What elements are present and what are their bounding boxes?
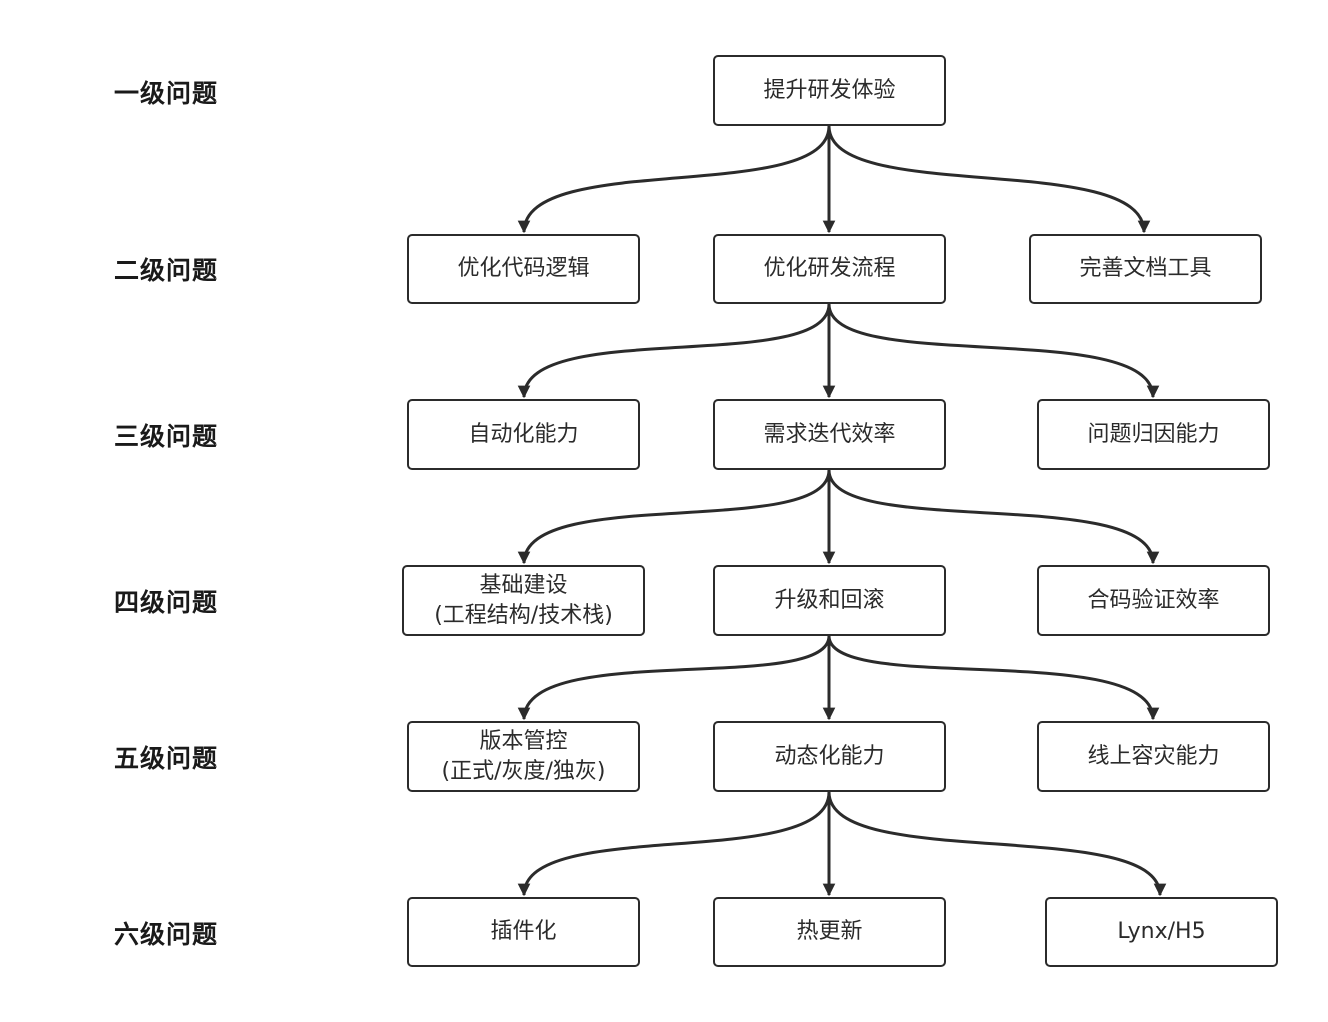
node-label: 优化代码逻辑 <box>457 256 590 281</box>
node-dynamic-capability: 动态化能力 <box>713 721 946 792</box>
node-improve-doc-tools: 完善文档工具 <box>1029 234 1262 304</box>
arrow-dynamic-to-lynx <box>827 791 1167 897</box>
node-infrastructure: 基础建设 (工程结构/技术栈) <box>402 565 645 636</box>
node-label: 动态化能力 <box>774 743 885 769</box>
node-label: Lynx/H5 <box>1117 919 1206 944</box>
node-lynx-h5: Lynx/H5 <box>1045 897 1278 967</box>
arrow-process-to-attribution <box>827 303 1160 399</box>
node-label: 线上容灾能力 <box>1087 743 1220 769</box>
node-label: 热更新 <box>796 919 863 944</box>
arrow-upgrade-to-disaster <box>827 635 1160 721</box>
node-label-line1: 版本管控 <box>479 728 568 754</box>
node-issue-attribution: 问题归因能力 <box>1037 399 1270 470</box>
node-label: 提升研发体验 <box>763 77 896 103</box>
level-label-2: 二级问题 <box>114 256 219 285</box>
arrow-process-to-automation <box>517 303 831 399</box>
node-automation-capability: 自动化能力 <box>407 399 640 470</box>
node-disaster-recovery: 线上容灾能力 <box>1037 721 1270 792</box>
level-label-5: 五级问题 <box>114 744 219 773</box>
node-label: 插件化 <box>490 919 557 944</box>
node-hot-update: 热更新 <box>713 897 946 967</box>
level-label-3: 三级问题 <box>114 422 219 451</box>
node-optimize-dev-process: 优化研发流程 <box>713 234 946 304</box>
node-improve-dev-experience: 提升研发体验 <box>713 55 946 126</box>
node-optimize-code-logic: 优化代码逻辑 <box>407 234 640 304</box>
arrow-root-to-code <box>517 125 831 234</box>
level-label-6: 六级问题 <box>114 920 219 949</box>
level-label-4: 四级问题 <box>114 588 219 617</box>
node-plugin: 插件化 <box>407 897 640 967</box>
node-label: 合码验证效率 <box>1087 587 1220 613</box>
arrow-upgrade-to-version <box>517 635 831 721</box>
level-label-1: 一级问题 <box>114 79 219 108</box>
node-label: 问题归因能力 <box>1087 421 1220 447</box>
node-label-line2: (正式/灰度/独灰) <box>441 758 606 784</box>
node-label: 完善文档工具 <box>1079 256 1212 281</box>
node-label-line1: 基础建设 <box>479 572 568 598</box>
node-merge-verification: 合码验证效率 <box>1037 565 1270 636</box>
node-label: 自动化能力 <box>468 421 579 447</box>
node-label: 需求迭代效率 <box>763 421 896 447</box>
arrow-iteration-to-merge <box>827 469 1160 565</box>
node-label: 优化研发流程 <box>763 256 896 281</box>
arrow-root-to-docs <box>827 125 1151 234</box>
node-iteration-efficiency: 需求迭代效率 <box>713 399 946 470</box>
node-label-line2: (工程结构/技术栈) <box>434 602 613 628</box>
arrow-dynamic-to-plugin <box>517 791 831 897</box>
node-upgrade-rollback: 升级和回滚 <box>713 565 946 636</box>
node-label: 升级和回滚 <box>774 587 885 613</box>
arrow-iteration-to-infra <box>517 469 831 565</box>
node-version-control: 版本管控 (正式/灰度/独灰) <box>407 721 640 792</box>
